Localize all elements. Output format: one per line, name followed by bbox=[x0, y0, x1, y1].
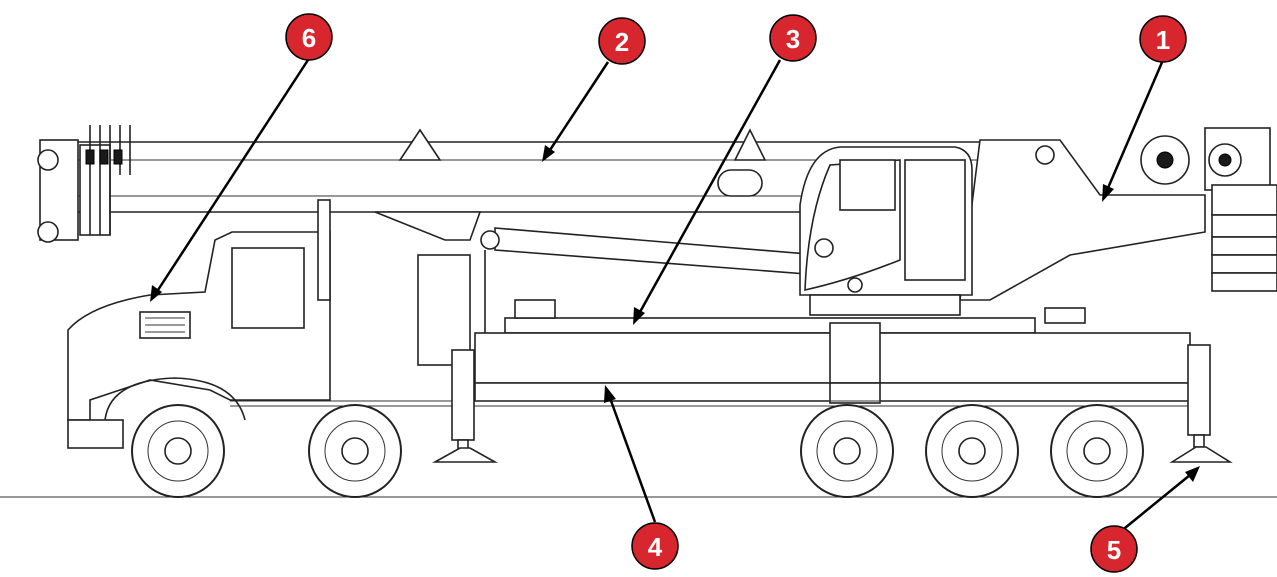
callout-3: 3 bbox=[769, 14, 817, 62]
leader-arrow-2 bbox=[542, 145, 555, 162]
callout-label: 3 bbox=[786, 24, 800, 54]
truck-cab bbox=[67, 199, 331, 449]
hook-block bbox=[79, 125, 131, 236]
callout-1: 1 bbox=[1139, 15, 1187, 63]
wheel bbox=[800, 404, 894, 498]
leader-line-6 bbox=[156, 59, 310, 291]
callout-2: 2 bbox=[598, 17, 646, 65]
callout-label: 2 bbox=[615, 27, 629, 57]
leader-arrow-3 bbox=[633, 307, 645, 325]
callout-4: 4 bbox=[631, 522, 679, 570]
leader-line-3 bbox=[638, 59, 782, 313]
wheel bbox=[925, 404, 1019, 498]
leader-arrow-6 bbox=[150, 285, 162, 302]
wheel bbox=[308, 404, 402, 498]
operator-cab bbox=[799, 146, 973, 316]
callout-label: 1 bbox=[1156, 25, 1170, 55]
leader-line-2 bbox=[548, 61, 610, 151]
hydraulic-tank bbox=[417, 250, 486, 366]
turret bbox=[959, 127, 1277, 301]
hoist-drums bbox=[1140, 127, 1271, 191]
callout-label: 5 bbox=[1107, 535, 1121, 565]
leader-arrow-4 bbox=[604, 385, 616, 403]
wheel bbox=[131, 404, 225, 498]
callout-6: 6 bbox=[285, 13, 333, 61]
boom bbox=[37, 125, 1032, 243]
leader-arrow-1 bbox=[1102, 184, 1114, 202]
leader-arrow-5 bbox=[1185, 466, 1200, 482]
leader-line-1 bbox=[1106, 59, 1165, 189]
counterweight bbox=[1211, 184, 1277, 292]
wheels bbox=[131, 404, 1144, 498]
rear-outrigger-jack bbox=[1169, 344, 1233, 463]
carrier-deck bbox=[504, 299, 1086, 334]
callout-5: 5 bbox=[1090, 525, 1138, 573]
outrigger-box bbox=[474, 322, 1191, 404]
boom-hoist-cylinder bbox=[480, 227, 821, 276]
callout-label: 6 bbox=[302, 23, 316, 53]
leader-line-5 bbox=[1119, 474, 1191, 533]
leader-line-4 bbox=[608, 397, 657, 523]
wheel bbox=[1050, 404, 1144, 498]
callout-label: 4 bbox=[648, 532, 663, 562]
front-outrigger-jack bbox=[431, 349, 499, 463]
